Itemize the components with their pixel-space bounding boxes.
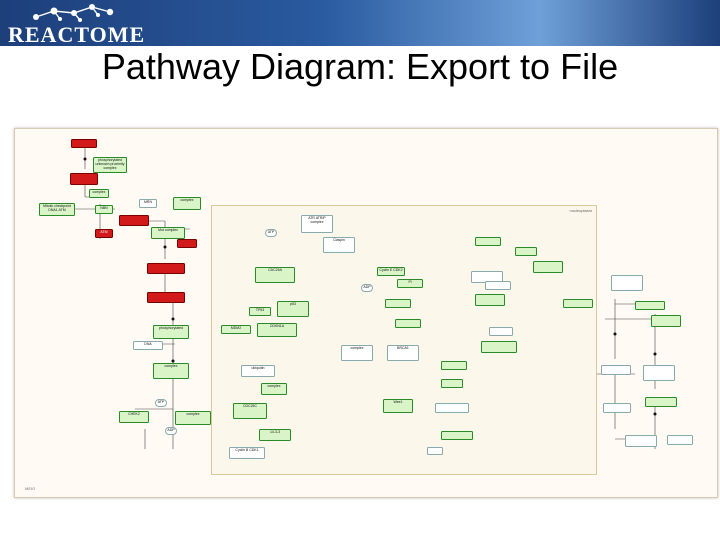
diagram-node[interactable]: complex	[153, 363, 189, 379]
diagram-node[interactable]: ATP	[155, 399, 167, 407]
frame-label: MEIO	[25, 486, 36, 491]
diagram-node[interactable]: phosphorylated	[153, 325, 189, 339]
diagram-node[interactable]: complex	[261, 383, 287, 395]
diagram-node[interactable]: CHEK2	[119, 411, 149, 423]
diagram-node[interactable]: Pi	[397, 279, 423, 288]
diagram-node[interactable]	[533, 261, 563, 273]
diagram-node[interactable]	[667, 435, 693, 445]
diagram-node[interactable]: complex	[89, 189, 109, 198]
diagram-node[interactable]	[147, 292, 185, 303]
diagram-node[interactable]: 14-3-3	[259, 429, 291, 441]
pathway-diagram-canvas[interactable]: nucleoplasm phosphorylated unknown proxi…	[14, 128, 718, 498]
diagram-node[interactable]: complex	[175, 411, 211, 425]
diagram-node[interactable]: complex	[341, 345, 373, 361]
diagram-node[interactable]: ATM	[95, 229, 113, 238]
diagram-node[interactable]: Cyclin E CDK2	[377, 267, 405, 276]
diagram-node[interactable]: CDKN1A	[257, 323, 297, 337]
diagram-node[interactable]	[435, 403, 469, 413]
diagram-node[interactable]	[385, 299, 411, 308]
diagram-node[interactable]: NBN	[95, 205, 113, 214]
diagram-node[interactable]	[625, 435, 657, 447]
reactome-logo-text: REACTOME	[8, 22, 146, 47]
diagram-node[interactable]	[475, 237, 501, 246]
diagram-node[interactable]: ubiquitin	[241, 365, 275, 377]
diagram-node[interactable]: Wee1	[383, 399, 413, 413]
diagram-node[interactable]	[147, 263, 185, 274]
diagram-node[interactable]	[635, 301, 665, 310]
diagram-node[interactable]: p53	[277, 301, 309, 317]
diagram-node[interactable]: ADP	[361, 284, 373, 292]
diagram-node[interactable]	[70, 173, 98, 185]
diagram-node[interactable]	[643, 365, 675, 381]
diagram-node[interactable]: MRN	[139, 199, 157, 208]
diagram-node[interactable]	[395, 319, 421, 328]
diagram-node[interactable]	[441, 431, 473, 440]
diagram-node[interactable]: Cyclin B CDK1	[229, 447, 265, 459]
diagram-node[interactable]: DNA	[133, 341, 163, 350]
reactome-logo-icon	[33, 4, 114, 22]
diagram-node[interactable]: Mitotic checkpoint DNA1 ATM	[39, 203, 75, 216]
diagram-node[interactable]: ATP	[265, 229, 277, 237]
diagram-node[interactable]	[177, 239, 197, 248]
diagram-node[interactable]: CDC25A	[255, 267, 295, 283]
diagram-node[interactable]	[601, 365, 631, 375]
diagram-node[interactable]	[71, 139, 97, 148]
slide-title: Pathway Diagram: Export to File	[101, 46, 619, 87]
diagram-node[interactable]	[119, 215, 149, 226]
diagram-node[interactable]	[475, 294, 505, 306]
diagram-node[interactable]	[603, 403, 631, 413]
diagram-node[interactable]	[489, 327, 513, 336]
diagram-node[interactable]: CDC25C	[233, 403, 267, 419]
diagram-node[interactable]: phosphorylated unknown proximity complex	[93, 157, 127, 173]
diagram-node[interactable]	[441, 379, 463, 388]
diagram-node[interactable]	[427, 447, 443, 455]
diagram-node[interactable]: BRCA1	[387, 345, 419, 361]
diagram-node[interactable]	[651, 315, 681, 327]
diagram-node[interactable]	[563, 299, 593, 308]
diagram-node[interactable]: Claspin	[323, 237, 355, 253]
diagram-node[interactable]	[515, 247, 537, 256]
diagram-node[interactable]	[611, 275, 643, 291]
header-banner: REACTOME	[0, 0, 720, 47]
diagram-node[interactable]	[645, 397, 677, 407]
diagram-node[interactable]: MDM2	[221, 325, 251, 334]
diagram-node[interactable]: Mut complex	[151, 227, 185, 239]
compartment-label: nucleoplasm	[569, 208, 592, 213]
diagram-node[interactable]	[481, 341, 517, 353]
diagram-node[interactable]: ADP	[165, 427, 177, 435]
diagram-node[interactable]	[441, 361, 467, 370]
diagram-node[interactable]: complex	[173, 197, 201, 210]
diagram-node[interactable]	[485, 281, 511, 290]
diagram-node[interactable]: TP53	[249, 307, 271, 316]
diagram-node[interactable]: ATR ATRIP complex	[301, 215, 333, 233]
